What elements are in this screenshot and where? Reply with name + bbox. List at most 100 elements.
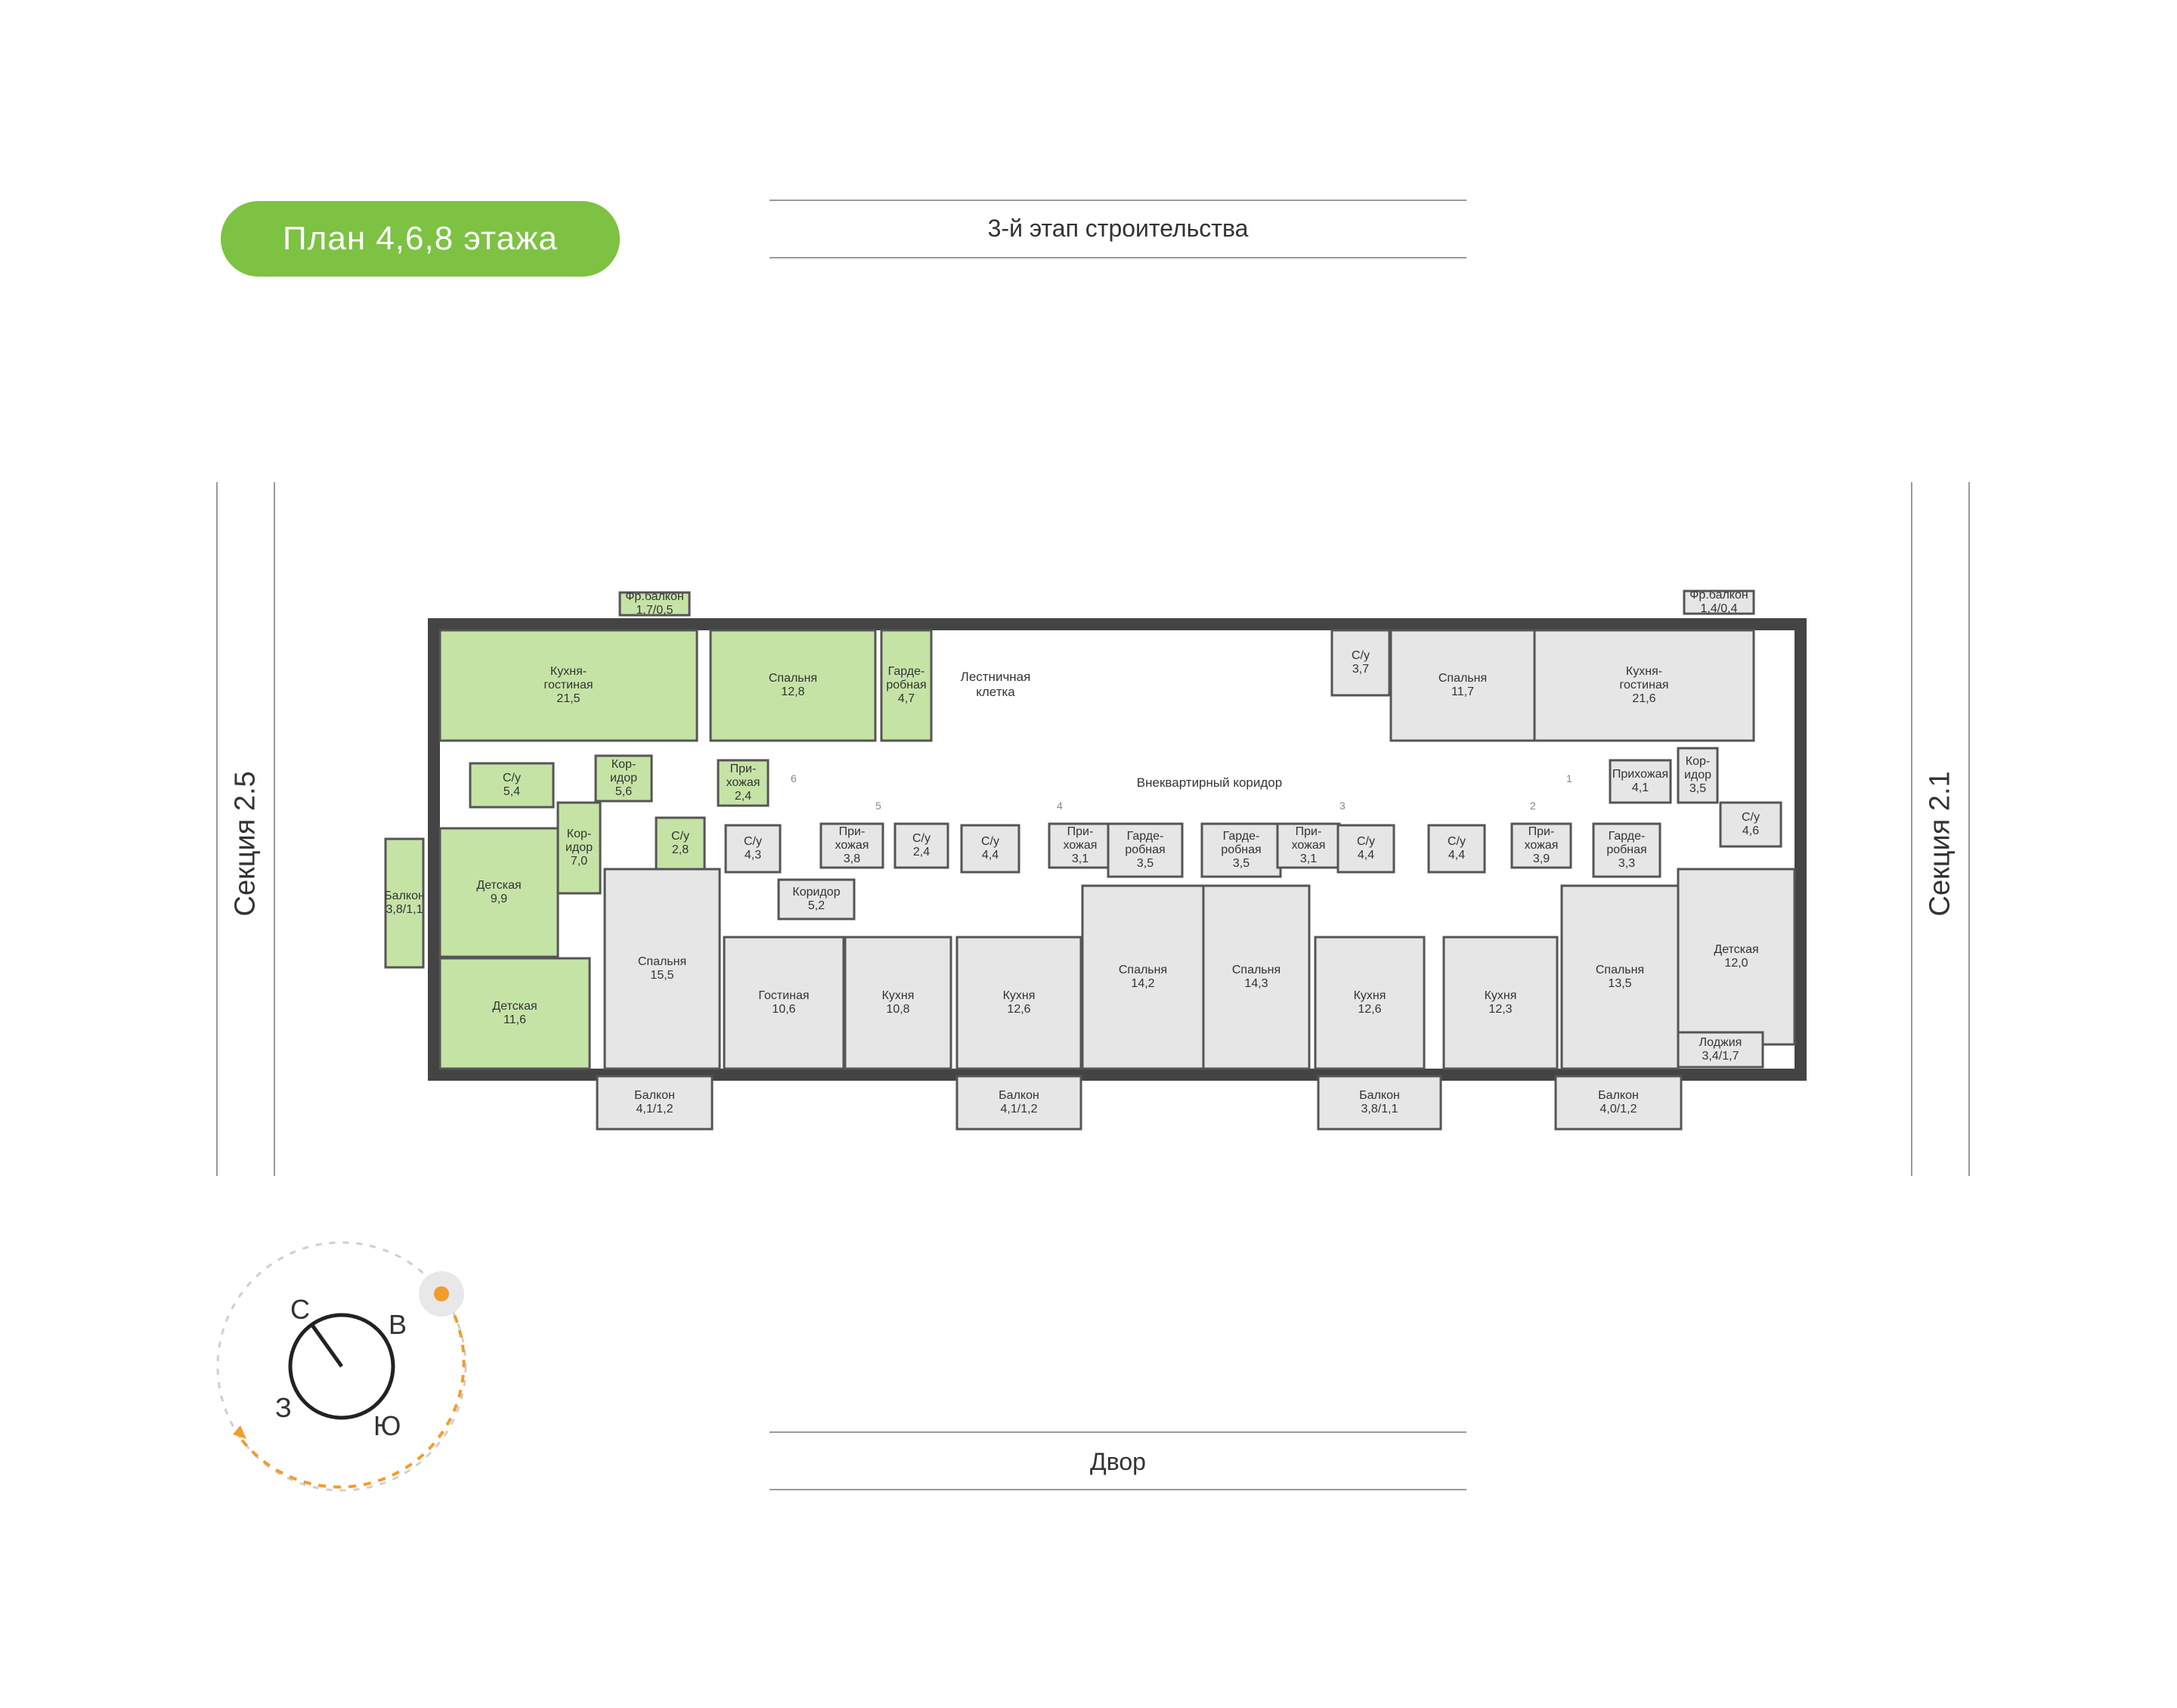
room-r25 (1200, 822, 1282, 878)
room-name: Фр.балкон (1689, 591, 1748, 602)
room-name: Кор- идор (1683, 755, 1712, 781)
room-r29 (1314, 936, 1426, 1070)
room-area: 9,9 (490, 893, 508, 905)
room-r47 (1554, 1075, 1683, 1131)
room-name: При- хожая (1524, 825, 1559, 852)
room-name: Коридор (792, 886, 841, 899)
room-name: Лоджия (1699, 1036, 1742, 1049)
room-name: Приxожая (1612, 768, 1669, 781)
room-r4 (469, 762, 555, 809)
room-name: При- хожая (1291, 825, 1326, 852)
room-r13 (603, 868, 721, 1070)
room-name: Балкон (634, 1089, 675, 1102)
room-area: 21,5 (556, 692, 581, 705)
compass-east: В (389, 1309, 407, 1340)
room-area: 5,6 (615, 785, 633, 798)
room-r44 (596, 1075, 714, 1131)
room-r16 (723, 936, 845, 1070)
room-r41 (1677, 868, 1796, 1046)
room-name: Кухня- гостиная (543, 665, 593, 692)
room-area: 7,0 (570, 855, 588, 868)
stair-label: Лестничная клетка (960, 670, 1031, 699)
room-r22 (955, 936, 1082, 1070)
rooms-layer (384, 589, 1796, 1131)
room-area: 3,1 (1299, 852, 1318, 865)
room-area: 4,3 (744, 849, 762, 862)
room-area: 3,7 (1352, 663, 1370, 676)
bottom-rule-1 (770, 1431, 1466, 1433)
room-name: Кухня (881, 989, 915, 1002)
room-name: С/у (1448, 835, 1466, 848)
room-r36 (1389, 629, 1536, 742)
room-area: 12,6 (1007, 1003, 1031, 1016)
room-area: 2,4 (734, 790, 752, 803)
door-number: 5 (875, 800, 881, 812)
room-r26 (1202, 884, 1311, 1070)
room-r2 (709, 629, 877, 742)
room-name: С/у (671, 830, 689, 843)
room-name: С/у (744, 835, 762, 848)
room-name: Спальня (768, 672, 818, 685)
room-r21 (1048, 822, 1113, 869)
room-name: С/у (981, 835, 999, 848)
room-area: 2,8 (671, 843, 689, 856)
right-rule-2 (1968, 482, 1970, 1176)
room-r23 (1107, 822, 1184, 878)
room-name: При- хожая (1063, 825, 1098, 852)
room-area: 12,0 (1724, 957, 1748, 970)
room-area: 15,5 (650, 969, 674, 982)
room-area: 3,5 (1136, 857, 1154, 870)
corridor-label: Внеквартирный коридор (1136, 775, 1283, 790)
room-name: С/у (912, 832, 931, 845)
room-area: 3,8/1,1 (1361, 1103, 1398, 1115)
room-r9 (438, 827, 559, 958)
top-label: 3-й этап строительства (987, 215, 1249, 242)
room-name: Гарде- робная (886, 665, 927, 692)
room-area: 3,3 (1618, 857, 1636, 870)
room-r18 (893, 822, 949, 869)
room-name: Кухня- гостиная (1619, 665, 1669, 692)
room-r39 (1677, 747, 1719, 804)
room-r40 (1719, 801, 1782, 848)
room-area: 3,9 (1532, 852, 1550, 865)
room-name: Кухня (1484, 989, 1517, 1002)
room-name: Гостиная (758, 989, 810, 1002)
compass-dial (288, 1313, 395, 1420)
room-area: 21,6 (1632, 692, 1656, 705)
room-name: Детская (492, 1000, 537, 1013)
room-area: 4,0/1,2 (1599, 1103, 1637, 1115)
room-r38 (1609, 759, 1672, 804)
room-area: 3,5 (1232, 857, 1250, 870)
compass-orbit (216, 1241, 467, 1492)
room-area: 3,4/1,7 (1702, 1050, 1739, 1063)
room-name: Кор- идор (609, 758, 638, 784)
room-area: 12,3 (1488, 1003, 1513, 1016)
room-area: 10,8 (886, 1003, 910, 1016)
right-rule-1 (1911, 482, 1912, 1176)
room-area: 4,4 (1448, 849, 1466, 862)
room-area: 5,2 (807, 899, 825, 912)
room-label-r12: Фр.балкон 1,7/0,5 (620, 593, 689, 615)
